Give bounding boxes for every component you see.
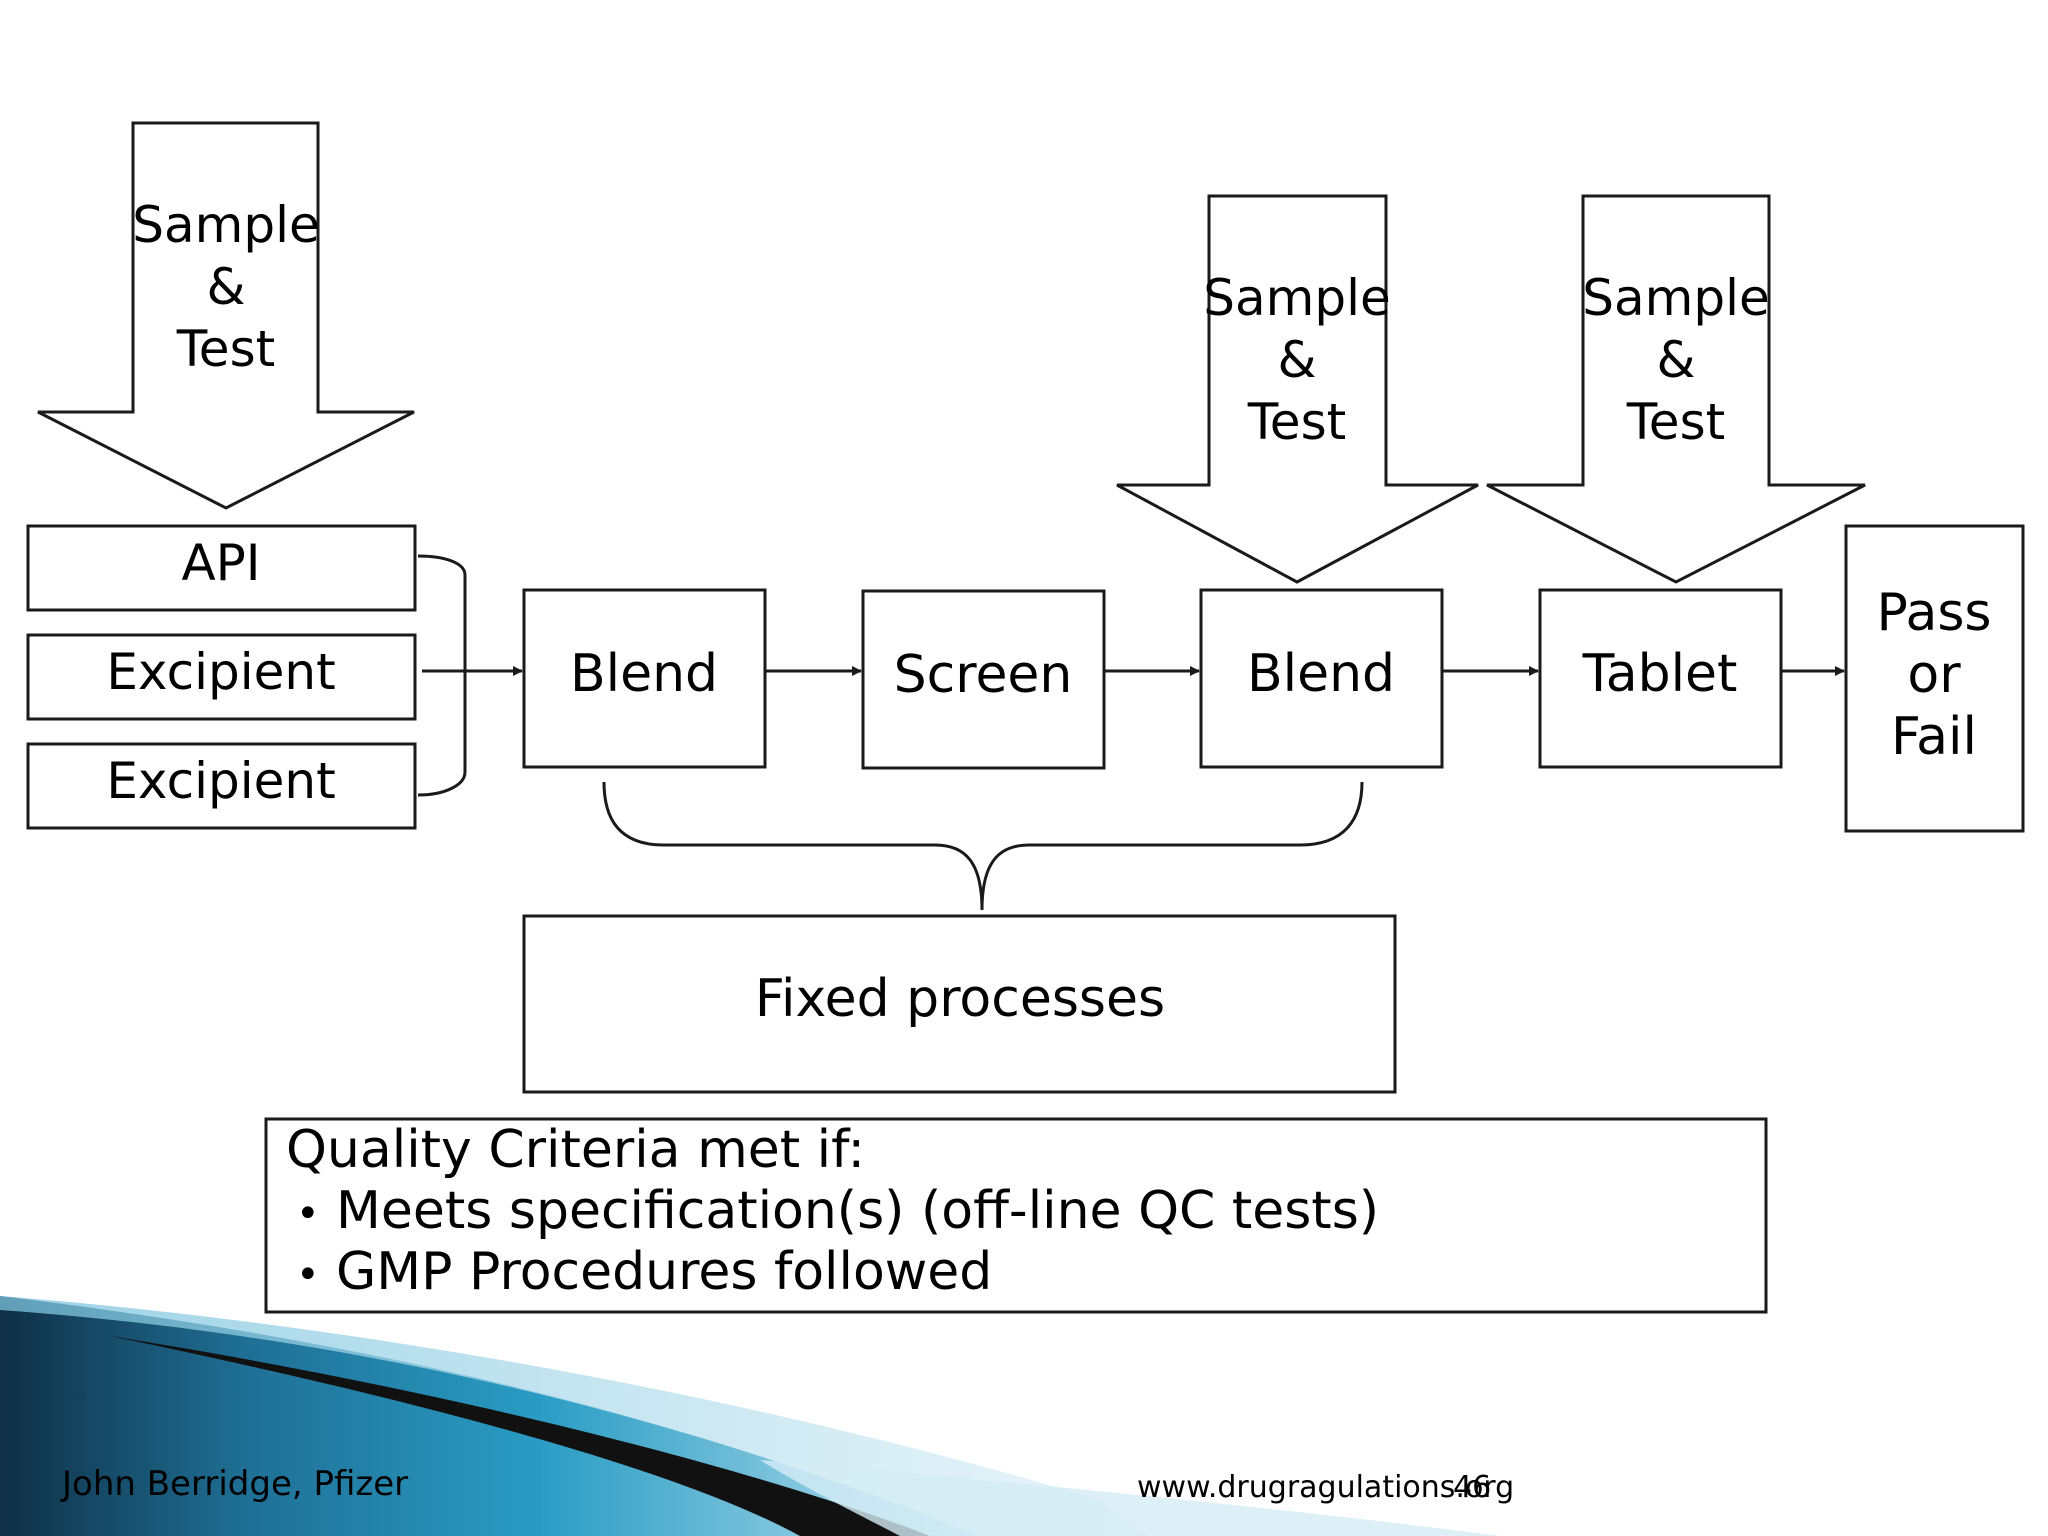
pass-fail-box: Pass or Fail bbox=[1844, 524, 2025, 833]
sample-test-3-line2: & bbox=[1657, 331, 1696, 389]
quality-bullet-2: GMP Procedures followed bbox=[336, 1242, 992, 1302]
blend-1-label: Blend bbox=[570, 644, 718, 704]
bullet-dot-2: • bbox=[296, 1252, 320, 1298]
footer-website: www.drugragulations.org bbox=[1137, 1470, 1515, 1505]
excipient-2-label: Excipient bbox=[106, 752, 335, 810]
quality-criteria-title: Quality Criteria met if: bbox=[286, 1120, 865, 1180]
sample-test-arrow-1: Sample & Test bbox=[37, 121, 415, 510]
quality-criteria-box: Quality Criteria met if: • Meets specifi… bbox=[264, 1117, 1768, 1314]
blend-box-1: Blend bbox=[522, 588, 767, 769]
inputs-brace bbox=[417, 554, 467, 797]
footer-author: John Berridge, Pfizer bbox=[62, 1464, 409, 1504]
quality-bullet-1: Meets specification(s) (off-line QC test… bbox=[336, 1181, 1379, 1241]
fixed-processes-box: Fixed processes bbox=[522, 914, 1397, 1094]
tablet-box: Tablet bbox=[1538, 588, 1783, 769]
excipient-box-1: Excipient bbox=[26, 633, 417, 721]
sample-test-arrow-3: Sample & Test bbox=[1486, 194, 1866, 584]
sample-test-2-line1: Sample bbox=[1203, 269, 1390, 327]
blend-box-2: Blend bbox=[1199, 588, 1444, 769]
tablet-label: Tablet bbox=[1582, 644, 1738, 704]
decorative-swoosh bbox=[0, 1296, 1500, 1536]
api-box: API bbox=[26, 524, 417, 612]
pass-fail-line3: Fail bbox=[1891, 707, 1977, 767]
sample-test-2-line3: Test bbox=[1247, 393, 1346, 451]
sample-test-1-line2: & bbox=[207, 258, 246, 316]
sample-test-arrow-2: Sample & Test bbox=[1116, 194, 1479, 584]
pass-fail-line1: Pass bbox=[1876, 583, 1991, 643]
screen-box: Screen bbox=[861, 589, 1106, 770]
screen-label: Screen bbox=[894, 645, 1073, 705]
sample-test-1-line3: Test bbox=[176, 320, 275, 378]
api-label: API bbox=[181, 534, 260, 592]
footer-page-number: 46 bbox=[1453, 1470, 1492, 1505]
pass-fail-line2: or bbox=[1907, 645, 1961, 705]
fixed-processes-label: Fixed processes bbox=[755, 969, 1165, 1029]
bullet-dot-1: • bbox=[296, 1191, 320, 1237]
sample-test-3-line1: Sample bbox=[1582, 269, 1769, 327]
excipient-box-2: Excipient bbox=[26, 742, 417, 830]
sample-test-2-line2: & bbox=[1278, 331, 1317, 389]
sample-test-1-line1: Sample bbox=[132, 196, 319, 254]
sample-test-3-line3: Test bbox=[1626, 393, 1725, 451]
fixed-processes-brace bbox=[602, 781, 1364, 911]
excipient-1-label: Excipient bbox=[106, 643, 335, 701]
blend-2-label: Blend bbox=[1247, 644, 1395, 704]
